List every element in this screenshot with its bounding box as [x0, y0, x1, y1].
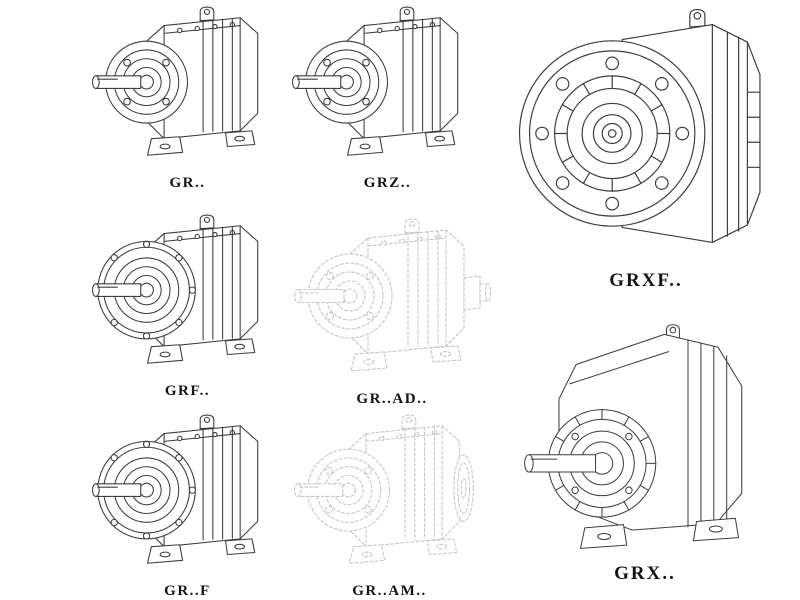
- figure-label-grx: GRX..: [614, 563, 676, 584]
- figure-grf: GRF..: [90, 212, 285, 400]
- figure-label-gr-am: GR..AM..: [352, 583, 427, 599]
- gearbox-drawing-gr-f: [91, 414, 259, 564]
- figure-label-grxf: GRXF..: [609, 270, 683, 291]
- gearbox-drawing-grf: [91, 214, 259, 364]
- figure-grz: GRZ..: [290, 4, 485, 192]
- figure-gr-am: GR..AM..: [292, 412, 487, 600]
- figure-label-grz: GRZ..: [363, 175, 412, 191]
- figure-grxf: GRXF..: [502, 2, 790, 292]
- figure-label-gr: GR..: [169, 175, 206, 191]
- motor-adapter-flange: [453, 454, 474, 522]
- figure-label-grf: GRF..: [164, 383, 211, 399]
- gearbox-drawing-gr: [91, 6, 259, 156]
- figure-gr: GR..: [90, 4, 285, 192]
- gearbox-drawing-grz: [291, 6, 459, 156]
- gearbox-drawing-gr-am: [293, 414, 474, 564]
- gearbox-drawing-gr-ad: [294, 218, 491, 372]
- gearbox-drawing-grx: [524, 324, 743, 549]
- figure-gr-ad: GR..AD..: [292, 216, 492, 408]
- figure-grx: GRX..: [505, 300, 785, 585]
- figure-label-gr-f: GR..F: [164, 583, 211, 599]
- figure-label-gr-ad: GR..AD..: [356, 391, 428, 407]
- gearbox-drawing-grxf: [518, 8, 761, 244]
- figure-gr-f: GR..F: [90, 412, 285, 600]
- adapter-input-shaft: [463, 275, 491, 311]
